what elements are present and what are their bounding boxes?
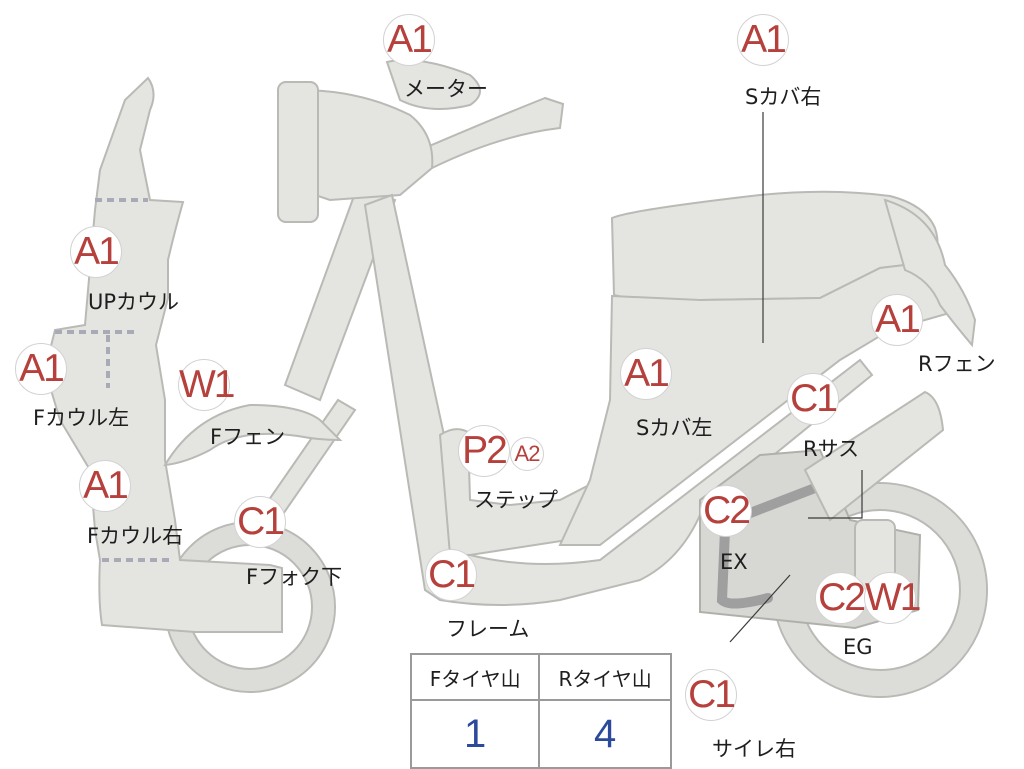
tire-tread-table: Fタイヤ山 Rタイヤ山 1 4 (409, 653, 672, 769)
engine-grade-secondary: W1 (864, 572, 922, 624)
step-grade: P2 (458, 425, 510, 477)
leader-muffler (729, 574, 791, 643)
rear-fender-grade: A1 (871, 294, 923, 346)
rear-suspension-label: Rサス (803, 437, 860, 461)
side-cover-left-label: Sカバ左 (636, 416, 713, 440)
front-tire-value: 1 (409, 699, 541, 769)
step-label: ステップ (474, 488, 558, 512)
rear-tire-header: Rタイヤ山 (538, 653, 672, 701)
front-fork-lower-grade: C1 (234, 496, 286, 548)
side-cover-right-label: Sカバ右 (745, 85, 822, 109)
frame-tube (363, 193, 874, 606)
rear-fender (883, 198, 977, 348)
upper-cowl-grade: A1 (70, 226, 122, 278)
side-cover-right-grade: A1 (737, 14, 789, 66)
front-cowl-right-label: Fカウル右 (87, 524, 184, 548)
handlebar-head (299, 88, 434, 202)
front-fender (163, 403, 343, 467)
engine-grade: C2 (815, 572, 867, 624)
engine-label: EG (843, 635, 873, 659)
steering-column (283, 183, 397, 402)
exhaust-label: EX (720, 550, 748, 574)
muffler-right-label: サイレ右 (712, 737, 796, 761)
rear-suspension-grade: C1 (787, 373, 839, 425)
rear-tire-value: 4 (538, 699, 672, 769)
upper-cowl-label: UPカウル (88, 290, 180, 314)
frame-label: フレーム (446, 617, 530, 641)
handlebar (418, 96, 565, 170)
front-cowl-left-label: Fカウル左 (33, 406, 130, 430)
muffler-right-grade: C1 (685, 669, 737, 721)
front-cowl-right-grade: A1 (79, 460, 131, 512)
step-grade-secondary: A2 (510, 437, 544, 471)
rear-fender-label: Rフェン (918, 352, 996, 376)
headlight (277, 81, 319, 223)
rear-shock (803, 390, 945, 522)
front-fender-label: Fフェン (210, 425, 286, 449)
meter-label: メーター (404, 77, 488, 101)
front-tire-header: Fタイヤ山 (409, 653, 541, 701)
front-cowl-left-grade: A1 (15, 343, 67, 395)
frame-grade: C1 (425, 549, 477, 601)
leader-rear-suspension (808, 470, 863, 519)
front-fender-grade: W1 (178, 359, 236, 411)
meter-grade: A1 (383, 14, 435, 66)
side-cover-left-grade: A1 (620, 348, 672, 400)
front-fork-lower-label: Fフォク下 (246, 565, 343, 589)
exhaust-grade: C2 (700, 485, 752, 537)
